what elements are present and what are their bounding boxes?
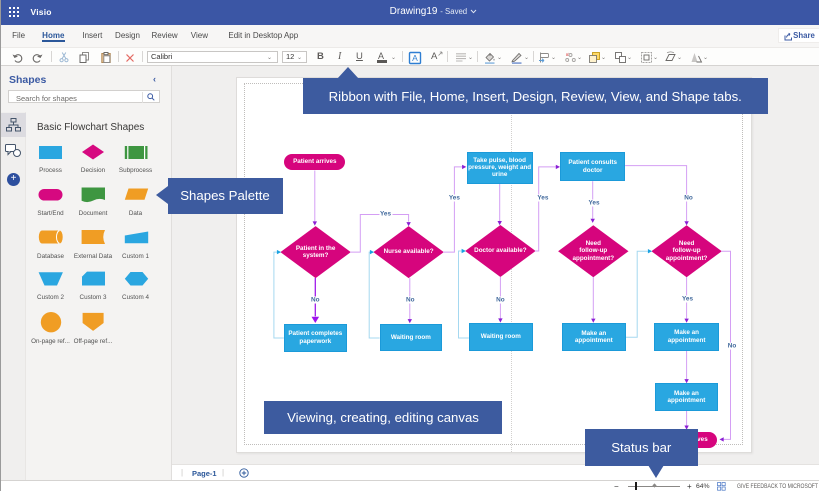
svg-text:A: A — [412, 53, 418, 63]
